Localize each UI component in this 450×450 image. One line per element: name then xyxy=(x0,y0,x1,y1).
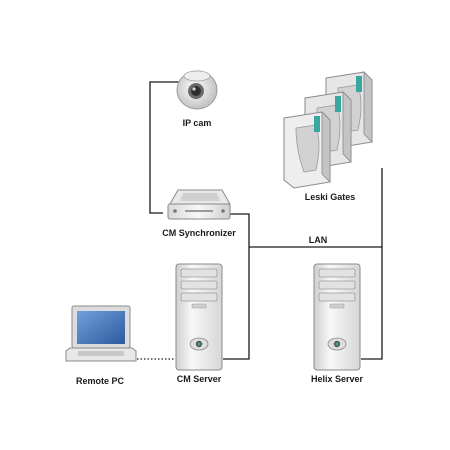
line-synchronizer-to-lan xyxy=(223,213,250,360)
cm-server-tower-icon xyxy=(175,263,223,371)
label-cm-synchronizer: CM Synchronizer xyxy=(162,228,236,238)
ip-camera-icon xyxy=(176,70,218,110)
label-remote-pc: Remote PC xyxy=(76,376,125,386)
helix-server-tower-icon xyxy=(313,263,361,371)
connection-lines xyxy=(130,81,383,360)
line-camera-to-synchronizer xyxy=(149,81,183,214)
label-ip-cam: IP cam xyxy=(183,118,212,128)
gate-panel xyxy=(283,111,331,189)
cm-synchronizer-icon xyxy=(167,189,231,220)
label-leski-gates: Leski Gates xyxy=(305,192,356,202)
label-lan: LAN xyxy=(309,235,328,245)
label-helix-server: Helix Server xyxy=(311,374,364,384)
laptop-icon xyxy=(65,305,137,362)
line-lan-to-helix-server xyxy=(361,247,383,360)
label-cm-server: CM Server xyxy=(177,374,222,384)
leski-gates-icon xyxy=(283,71,373,189)
